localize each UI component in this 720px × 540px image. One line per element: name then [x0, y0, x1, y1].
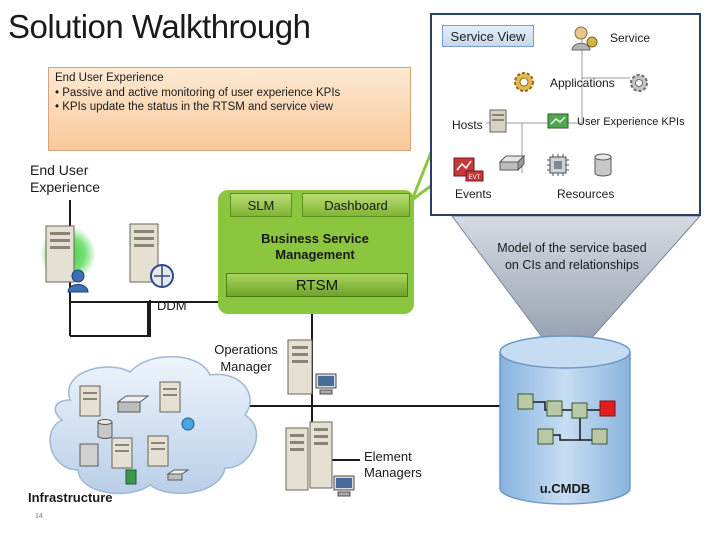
element-managers-label: Element Managers — [364, 449, 422, 480]
infrastructure-label: Infrastructure — [28, 490, 113, 505]
user-experience-callout: End User Experience • Passive and active… — [48, 67, 411, 151]
service-user-icon — [571, 26, 598, 51]
hosts-label: Hosts — [452, 118, 483, 132]
page-number: 14 — [35, 513, 43, 520]
callout-bullet: • Passive and active monitoring of user … — [55, 86, 341, 99]
ddm-connector — [70, 300, 218, 337]
page-title: Solution Walkthrough — [8, 8, 311, 45]
ci-nodes — [517, 393, 616, 445]
tab-slm[interactable]: SLM — [230, 193, 292, 217]
service-label: Service — [610, 31, 651, 45]
host-server-icon — [489, 109, 507, 133]
callout-wedge — [410, 148, 434, 202]
resources-label: Resources — [557, 187, 615, 201]
infrastructure-devices — [79, 381, 195, 485]
bsm-title: Business Service Management — [261, 231, 369, 262]
operations-manager-server-icon — [287, 339, 337, 395]
user-server-icon — [45, 225, 89, 293]
cpu-chip-icon — [547, 154, 569, 176]
events-badge: EVT — [469, 175, 481, 181]
tab-dashboard[interactable]: Dashboard — [302, 193, 410, 217]
network-switch-icon — [498, 154, 526, 172]
user-server-icon — [129, 223, 174, 288]
kpi-monitor-icon — [547, 113, 569, 129]
element-manager-servers-icon — [285, 421, 355, 497]
kpis-label: User Experience KPIs — [577, 116, 685, 128]
operations-manager-label: Operations Manager — [214, 342, 278, 374]
database-icon — [594, 153, 612, 177]
applications-label: Applications — [550, 76, 615, 90]
model-funnel — [451, 215, 702, 369]
rtsm-box[interactable]: RTSM — [226, 273, 408, 297]
callout-bullet: • KPIs update the status in the RTSM and… — [55, 101, 334, 113]
infrastructure-cloud — [49, 355, 258, 495]
model-description: Model of the service based on CIs and re… — [497, 241, 647, 272]
service-view-button[interactable]: Service View — [442, 25, 534, 47]
events-label: Events — [455, 187, 492, 201]
application-gear-icon — [630, 74, 648, 92]
events-icon: EVT — [453, 157, 484, 182]
ucmdb-label: u.CMDB — [539, 481, 591, 496]
service-tree-lines — [486, 35, 630, 173]
end-user-experience-label: End User Experience — [30, 162, 101, 195]
ucmdb-cylinder — [499, 352, 631, 505]
ddm-label: DDM — [157, 298, 187, 313]
callout-heading: End User Experience — [55, 72, 164, 84]
application-gear-icon — [514, 72, 534, 92]
